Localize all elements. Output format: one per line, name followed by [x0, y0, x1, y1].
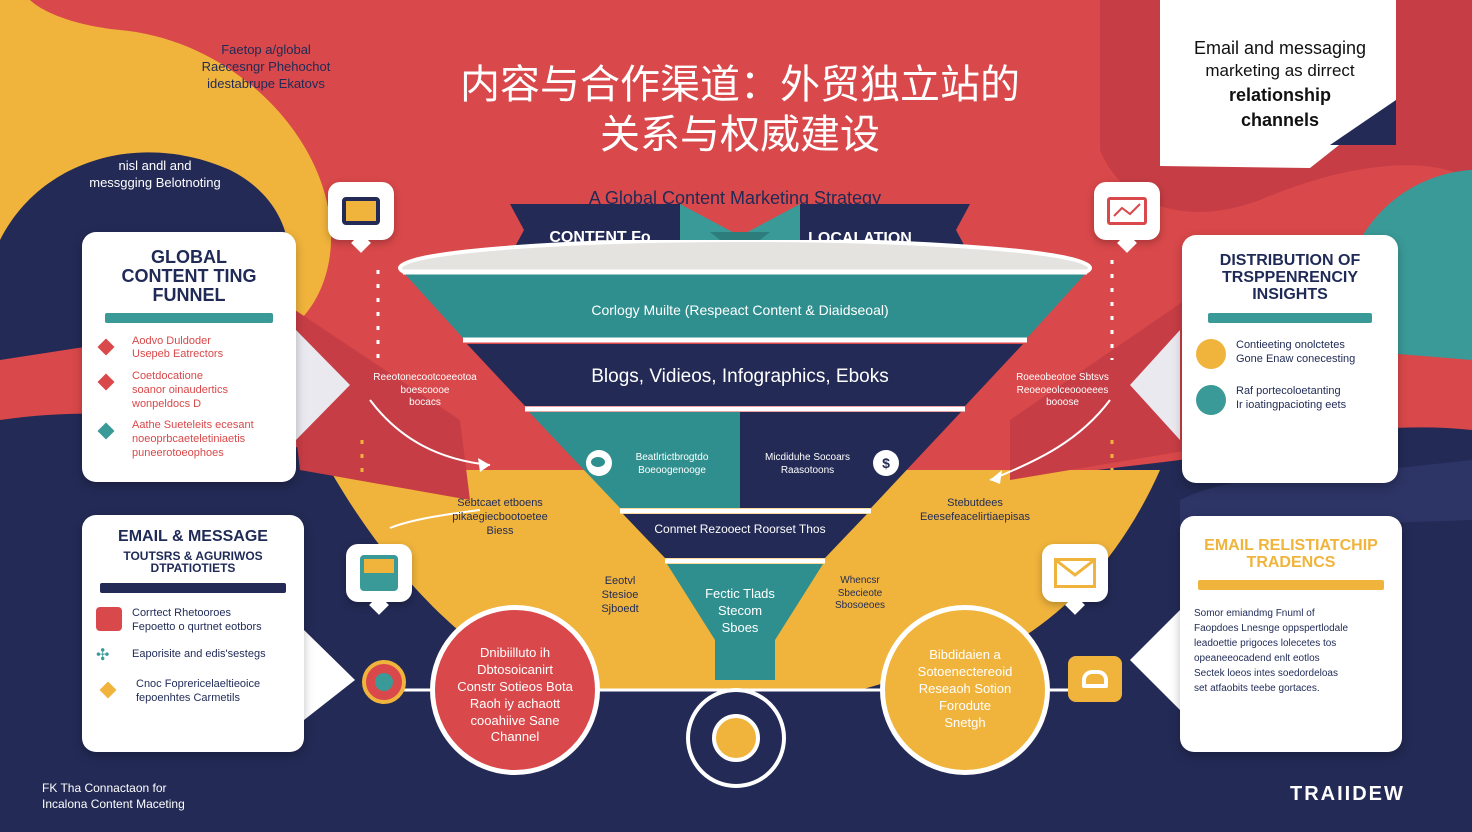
diamond-icon: [99, 681, 117, 699]
message-icon: [360, 555, 398, 591]
global-content-funnel-title: GLOBAL CONTENT TING FUNNEL: [121, 247, 257, 305]
funnel-tier-2: [467, 344, 1023, 406]
list-item: Coetdocatione soanor oinaudertics wonpel…: [96, 370, 282, 411]
email-message-subtitle: TOUTSRS & AGURIWOS DTPATIOTIETS: [123, 548, 263, 576]
annotation-lower-left: Eeotvl Stesioe Sjboedt: [601, 575, 639, 615]
camera-icon: [96, 606, 122, 631]
chat-icon: [342, 197, 380, 225]
diamond-icon: [97, 338, 115, 356]
chart-bubble-right: [1094, 182, 1160, 240]
list-item: Corrtect Rhetooroes Fepoetto o qurtnet e…: [96, 606, 290, 635]
brand-logo: TRAIIDEW: [1290, 783, 1405, 805]
coin-icon: $: [873, 450, 899, 476]
top-right-card-shape: [1160, 0, 1396, 168]
left-mid-label: nisl andl and messgging Belotnoting: [89, 158, 221, 190]
globe-badge: [686, 688, 786, 788]
mail-icon: [1054, 558, 1096, 588]
lock-icon: [1196, 339, 1226, 370]
email-message-card: EMAIL & MESSAGE TOUTSRS & AGURIWOS DTPAT…: [82, 515, 304, 752]
camera-icon: [1068, 656, 1122, 702]
funnel-tier-4-label: Conmet Rezooect Roorset Thos: [654, 522, 826, 536]
funnel-tier-1-label: Corlogy Muilte (Respeact Content & Diaid…: [591, 302, 889, 318]
distribution-insights-title: DISTRIBUTION OF TRSPPENRENCIY INSIGHTS: [1219, 252, 1361, 303]
list-item: Aathe Sueteleits ecesant noeoprbcaetelet…: [96, 419, 282, 460]
circle-left-label: Dnibiilluto ih Dbtosoicanirt Constr Soti…: [457, 645, 573, 745]
funnel-tier-3-left-label: Beatlrtictbrogtdo Boeoogenooge: [635, 452, 709, 476]
list-item: Raf portecoloetanting Ir ioatingpaciotin…: [1196, 385, 1384, 416]
list-item: ✣ Eaporisite and edis'sestegs: [96, 647, 266, 665]
funnel-tier-2-label: Blogs, Vidieos, Infographics, Eboks: [591, 366, 889, 387]
funnel-tier-3-left: [529, 412, 740, 508]
top-right-line4: channels: [1240, 109, 1320, 130]
email-message-title: EMAIL & MESSAGE: [118, 528, 268, 545]
funnel-graphic: [398, 240, 1092, 680]
funnel-tier-1: [403, 272, 1087, 338]
email-relationship-trends-title: EMAIL RELISTIATCHIP TRADENCS: [1204, 537, 1378, 571]
mail-bubble-right: [1042, 544, 1108, 602]
message-bubble-left: [346, 544, 412, 602]
network-icon: ✣: [96, 647, 110, 665]
circle-right-label: Bibdidaien a Sotoenectereoid Reseaoh Sot…: [917, 647, 1013, 730]
subtitle: A Global Content Marketing Strategy: [588, 188, 882, 208]
list-item: Cnoc Foprericelaeltieoice fepoenhtes Car…: [96, 678, 290, 706]
top-right-line2: marketing as dirrect: [1205, 61, 1355, 81]
circle-right: [880, 605, 1050, 775]
shield-icon: [362, 660, 406, 704]
diamond-icon: [97, 373, 115, 391]
distribution-insights-card: DISTRIBUTION OF TRSPPENRENCIY INSIGHTS C…: [1182, 235, 1398, 483]
globe-icon: [586, 450, 612, 476]
card-divider: [100, 582, 286, 593]
email-relationship-trends-card: EMAIL RELISTIATCHIP TRADENCS Somor emian…: [1180, 516, 1402, 752]
card-divider: [1198, 579, 1384, 590]
circle-left: [430, 605, 600, 775]
card-divider: [105, 312, 273, 323]
page-title: 内容与合作渠道：外贸独立站的 关系与权威建设: [400, 60, 1080, 160]
funnel-tier-3-right: [740, 412, 961, 508]
annotation-lower-right: Whencsr Sbecieote Sbosoeoes: [834, 575, 886, 611]
lock-icon: [1196, 385, 1226, 416]
top-left-label: Faetop a/global Raecesngr Phehochot ides…: [201, 42, 331, 91]
annotation-right-mid: Roeeobeotoe Sbtsvs Reoeoeolceoooeees boo…: [1016, 372, 1109, 408]
page-title-line2: 关系与权威建设: [600, 112, 880, 158]
funnel-tip: [667, 564, 823, 680]
annotation-center-right: Stebutdees Eeesefeacelirtiaepisas: [919, 497, 1031, 523]
top-right-line3: relationship: [1228, 85, 1331, 106]
annotation-center-left: Sebtcaet etboens pikaegiecbootoetee Bies…: [452, 497, 548, 537]
funnel-tip-label: Fectic Tlads Stecom Sboes: [705, 586, 775, 635]
chart-icon: [1107, 197, 1147, 225]
list-item: Contieeting onolctetes Gone Enaw coneces…: [1196, 339, 1384, 370]
page-title-line1: 内容与合作渠道：外贸独立站的: [460, 62, 1020, 108]
footer-caption: FK Tha Connactaon for Incalona Content M…: [42, 781, 185, 812]
chat-bubble-left: [328, 182, 394, 240]
top-right-line1: Email and messaging: [1193, 38, 1367, 58]
globe-icon: [712, 714, 760, 762]
annotation-left-mid: Reeotonecootcoeeotoa boescoooe bocacs: [373, 372, 477, 408]
global-content-funnel-card: GLOBAL CONTENT TING FUNNEL Aodvo Duldode…: [82, 232, 296, 482]
card-divider: [1208, 313, 1372, 324]
email-relationship-trends-body: Somor emiandmg Fnuml of Faopdoes Lnesnge…: [1194, 607, 1349, 694]
top-right-card-text: Email and messaging marketing as dirrect…: [1170, 36, 1390, 132]
funnel-tier-4: [623, 514, 867, 558]
list-item: Aodvo Duldoder Usepeb Eatrectors: [96, 335, 282, 363]
funnel-tier-3-right-label: Micdiduhe Socoars Raasotoons: [764, 452, 851, 476]
diamond-icon: [97, 422, 115, 440]
